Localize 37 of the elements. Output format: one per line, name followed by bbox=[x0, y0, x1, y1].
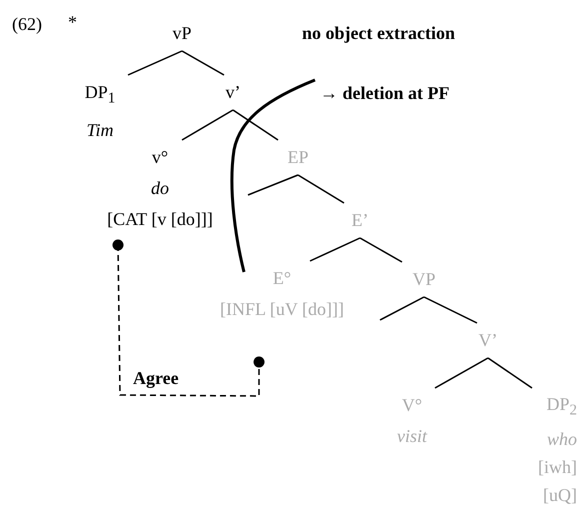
tree-branch bbox=[298, 174, 344, 204]
category-label: E° bbox=[272, 267, 292, 290]
tree-branch bbox=[248, 174, 298, 196]
category-label: EP bbox=[286, 146, 310, 169]
tree-branch bbox=[182, 50, 224, 76]
tree-branch bbox=[424, 296, 478, 324]
ungrammatical-mark: * bbox=[68, 11, 77, 34]
category-label: DP$_{1}$ bbox=[84, 81, 116, 109]
category-label: E’ bbox=[350, 209, 370, 232]
feature-label: [INFL [uV [do]]] bbox=[219, 298, 345, 321]
tree-branch bbox=[360, 237, 402, 263]
word-label: visit bbox=[396, 425, 428, 448]
word-label: do bbox=[150, 177, 170, 200]
annotation-text: no object extraction bbox=[302, 22, 455, 45]
tree-branch bbox=[232, 109, 278, 141]
feature-label: [iwh] bbox=[537, 456, 577, 479]
tree-branch bbox=[434, 357, 488, 389]
category-label: v’ bbox=[224, 81, 242, 104]
tree-branch bbox=[488, 357, 532, 389]
feature-label: [uQ] bbox=[542, 484, 577, 507]
category-label: vP bbox=[171, 22, 192, 45]
category-label: DP$_{2}$ bbox=[545, 393, 577, 421]
tree-branch bbox=[128, 50, 182, 76]
tree-branch bbox=[182, 109, 234, 141]
word-label: who bbox=[546, 428, 577, 451]
word-label: Tim bbox=[85, 118, 115, 142]
tree-branch bbox=[310, 237, 360, 262]
feature-label: [CAT [v [do]]] bbox=[106, 208, 214, 231]
annotation-text: → deletion at PF bbox=[320, 82, 450, 105]
tree-branch bbox=[380, 296, 424, 321]
edge-label: Agree bbox=[133, 367, 179, 390]
category-label: v° bbox=[150, 146, 170, 169]
category-label: V° bbox=[400, 394, 424, 417]
example-number: (62) bbox=[12, 13, 42, 36]
agree-connector bbox=[112, 240, 264, 397]
category-label: V’ bbox=[478, 329, 498, 352]
category-label: VP bbox=[411, 268, 436, 291]
